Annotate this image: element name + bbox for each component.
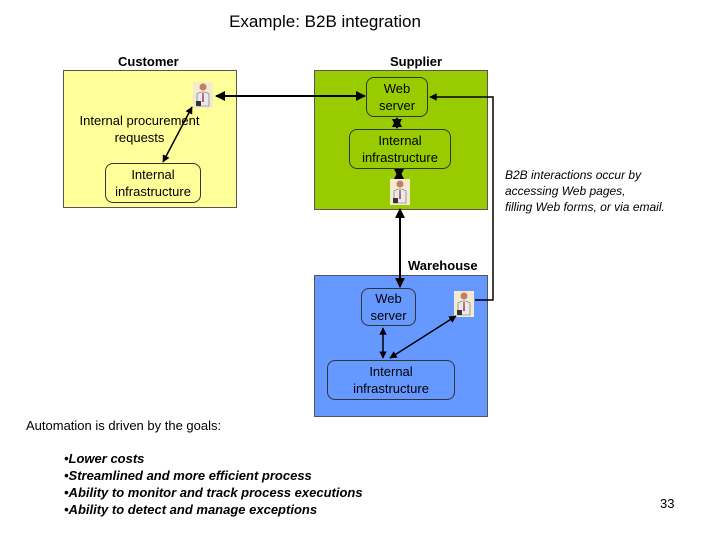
person-icon bbox=[193, 82, 213, 108]
warehouse-infrastructure-box: Internal infrastructure bbox=[327, 360, 455, 400]
customer-label: Customer bbox=[118, 54, 179, 69]
goals-intro: Automation is driven by the goals: bbox=[26, 418, 222, 433]
arrow-warehouse-person-to-infra bbox=[389, 315, 457, 359]
customer-infra-line-2: infrastructure bbox=[115, 184, 191, 199]
supplier-web-line-2: server bbox=[378, 98, 416, 113]
warehouse-infra-line-2: infrastructure bbox=[353, 381, 429, 396]
goals-list: •Lower costs •Streamlined and more effic… bbox=[64, 450, 363, 518]
note-line-3: filling Web forms, or via email. bbox=[505, 200, 665, 214]
warehouse-infra-line-1: Internal bbox=[369, 364, 413, 379]
supplier-web-line-1: Web bbox=[383, 81, 411, 96]
goal-item: •Streamlined and more efficient process bbox=[64, 468, 312, 483]
supplier-infra-line-2: infrastructure bbox=[362, 150, 438, 165]
arrow-customer-person-to-infra bbox=[162, 106, 193, 163]
note-line-2: accessing Web pages, bbox=[505, 184, 626, 198]
customer-infrastructure-box: Internal infrastructure bbox=[105, 163, 201, 203]
supplier-infra-line-1: Internal bbox=[378, 133, 422, 148]
person-icon bbox=[390, 179, 410, 205]
goal-item: •Ability to monitor and track process ex… bbox=[64, 485, 363, 500]
note-line-1: B2B interactions occur by bbox=[505, 168, 642, 182]
supplier-label: Supplier bbox=[390, 54, 443, 69]
customer-infra-line-1: Internal bbox=[131, 167, 175, 182]
warehouse-label: Warehouse bbox=[408, 258, 478, 273]
warehouse-web-line-1: Web bbox=[375, 291, 402, 306]
arrow-warehouse-person-to-supplier-web bbox=[429, 93, 494, 301]
page-number: 33 bbox=[660, 496, 675, 511]
supplier-web-server-box: Web server bbox=[366, 77, 428, 117]
supplier-infrastructure-box: Internal infrastructure bbox=[349, 129, 451, 169]
person-icon bbox=[454, 291, 474, 317]
goal-item: •Lower costs bbox=[64, 451, 145, 466]
b2b-interactions-note: B2B interactions occur by accessing Web … bbox=[505, 167, 665, 215]
procurement-line-2: requests bbox=[114, 130, 165, 145]
slide-title: Example: B2B integration bbox=[229, 12, 421, 31]
goal-item: •Ability to detect and manage exceptions bbox=[64, 502, 318, 517]
